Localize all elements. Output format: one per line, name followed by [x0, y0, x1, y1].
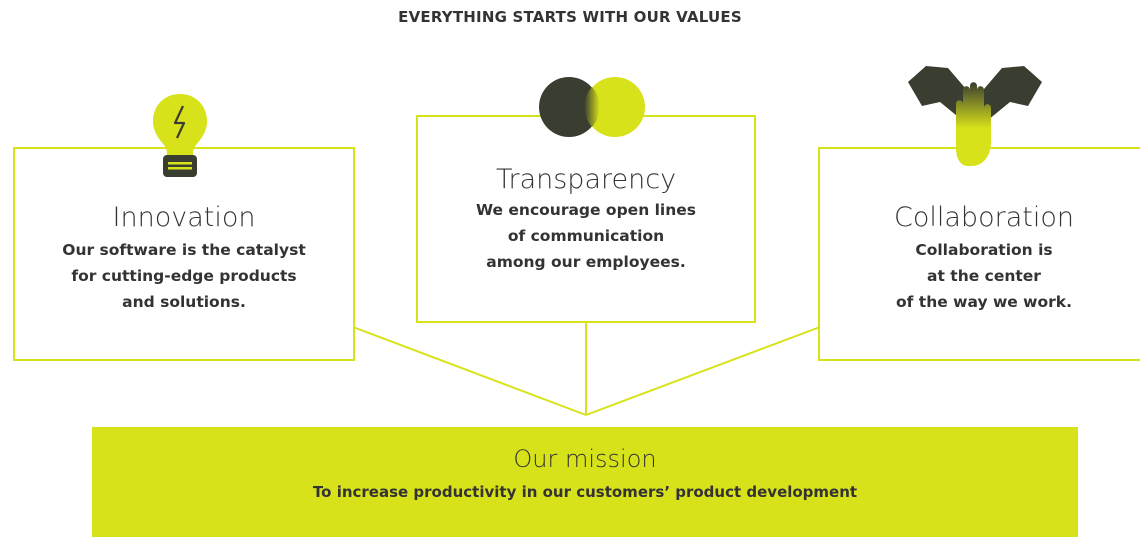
value-description-transparency: We encourage open lines of communication…	[418, 197, 754, 275]
overlapping-circles-icon	[539, 77, 645, 137]
value-title-collaboration: Collaboration	[894, 202, 1074, 233]
value-title-transparency: Transparency	[495, 164, 677, 195]
value-line: for cutting-edge products	[71, 266, 297, 285]
value-line: among our employees.	[486, 252, 686, 271]
value-card-collaboration: Collaboration Collaboration is at the ce…	[818, 147, 1140, 361]
value-line: of the way we work.	[896, 292, 1072, 311]
value-card-innovation: Innovation Our software is the catalyst …	[13, 147, 355, 361]
mission-title: Our mission	[513, 445, 657, 473]
value-description-innovation: Our software is the catalyst for cutting…	[15, 237, 353, 315]
value-line: Collaboration is	[915, 240, 1053, 259]
value-line: Our software is the catalyst	[62, 240, 306, 259]
mission-statement: To increase productivity in our customer…	[312, 483, 858, 501]
mission-banner: Our mission To increase productivity in …	[92, 427, 1078, 537]
joined-hands-icon	[908, 66, 1042, 166]
section-headline: EVERYTHING STARTS WITH OUR VALUES	[398, 8, 742, 26]
value-title-innovation: Innovation	[112, 202, 256, 233]
value-description-collaboration: Collaboration is at the center of the wa…	[820, 237, 1140, 315]
value-line: and solutions.	[122, 292, 246, 311]
value-line: of communication	[507, 226, 665, 245]
value-line: at the center	[927, 266, 1041, 285]
value-card-transparency: Transparency We encourage open lines of …	[416, 115, 756, 323]
lightbulb-icon	[153, 94, 207, 177]
value-line: We encourage open lines	[475, 200, 697, 219]
